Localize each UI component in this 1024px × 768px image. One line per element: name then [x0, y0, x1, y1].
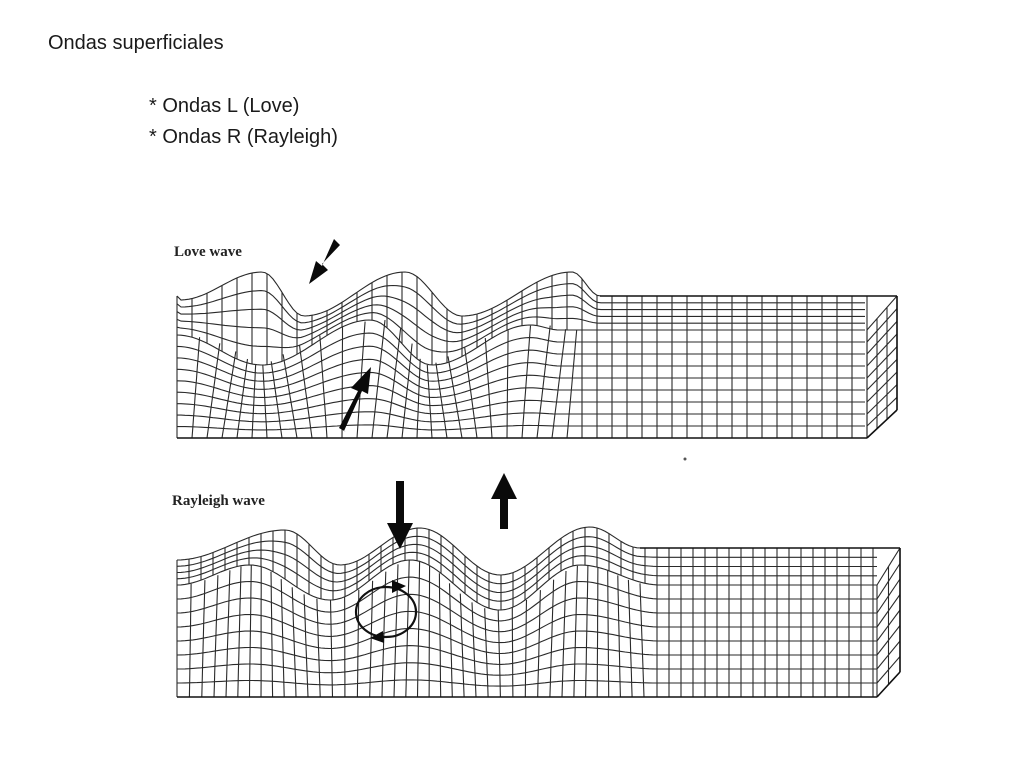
love-arrow-up-right — [339, 367, 371, 432]
slide-title: Ondas superficiales — [48, 32, 224, 54]
speck-mark — [683, 457, 687, 461]
particle-orbit-icon — [354, 580, 418, 643]
rayleigh-arrow-up — [491, 473, 517, 529]
bullet-list: * Ondas L (Love) * Ondas R (Rayleigh) — [149, 91, 338, 153]
rayleigh-wave-caption: Rayleigh wave — [172, 493, 265, 509]
bullet-rayleigh: * Ondas R (Rayleigh) — [149, 126, 338, 148]
rayleigh-wave-block — [176, 526, 901, 698]
love-wave-caption: Love wave — [174, 244, 242, 260]
rayleigh-arrow-down — [387, 481, 413, 549]
bullet-love: * Ondas L (Love) — [149, 95, 300, 117]
love-wave-block — [176, 271, 898, 439]
love-arrow-down-left — [309, 239, 340, 284]
